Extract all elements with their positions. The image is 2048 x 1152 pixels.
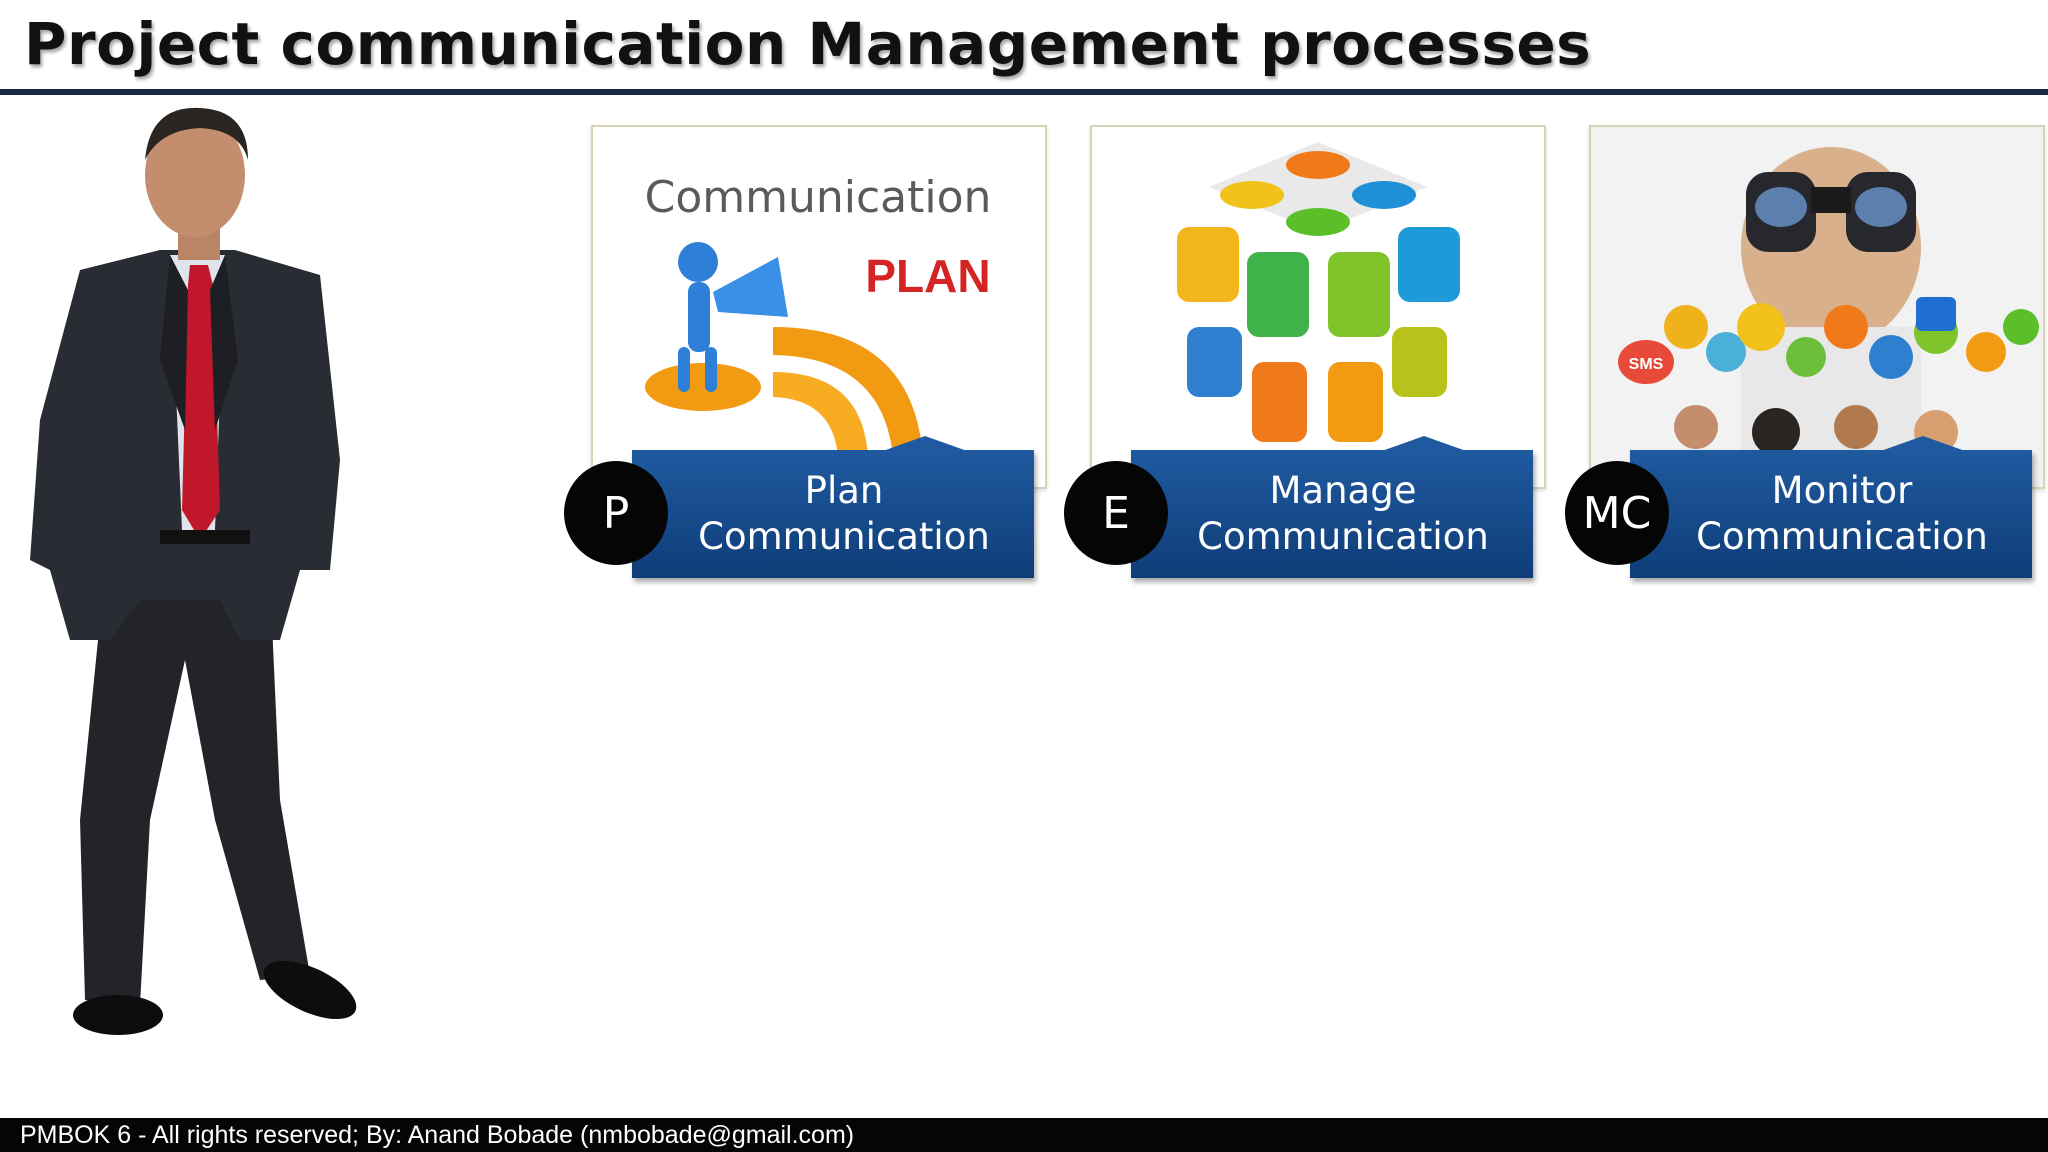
- manage-communication-label: Manage Communication: [1131, 436, 1533, 578]
- plan-badge: P: [564, 461, 668, 565]
- slide-title: Project communication Management process…: [24, 10, 1592, 78]
- monitor-communication-label-line-1: Monitor: [1771, 468, 1913, 512]
- monitor-communication-card: SMS: [1589, 125, 2045, 489]
- plan-communication-label: Plan Communication: [632, 436, 1034, 578]
- media-icon-cube-image: [1177, 142, 1460, 442]
- sms-bubble-text: SMS: [1629, 356, 1664, 373]
- monitor-communication-label-line-2: Communication: [1696, 515, 1988, 558]
- monitor-control-badge: MC: [1565, 461, 1669, 565]
- manage-communication-label-line-2: Communication: [1197, 515, 1489, 558]
- communication-word: Communication: [645, 172, 992, 223]
- plan-word: PLAN: [865, 250, 990, 302]
- megaphone-communication-plan-image: Communication PLAN: [645, 172, 992, 457]
- copyright-footer: PMBOK 6 - All rights reserved; By: Anand…: [0, 1118, 2048, 1152]
- execute-badge: E: [1064, 461, 1168, 565]
- plan-communication-card: Communication PLAN: [591, 125, 1047, 489]
- monitor-communication-label: Monitor Communication: [1630, 436, 2032, 578]
- binoculars-social-media-image: SMS: [1591, 127, 2043, 487]
- title-divider: [0, 89, 2048, 95]
- manage-communication-card: [1090, 125, 1546, 489]
- plan-communication-label-line-1: Plan Communication: [698, 468, 990, 558]
- presenter-image: [30, 107, 357, 1035]
- manage-communication-label-line-1: Manage: [1269, 468, 1417, 512]
